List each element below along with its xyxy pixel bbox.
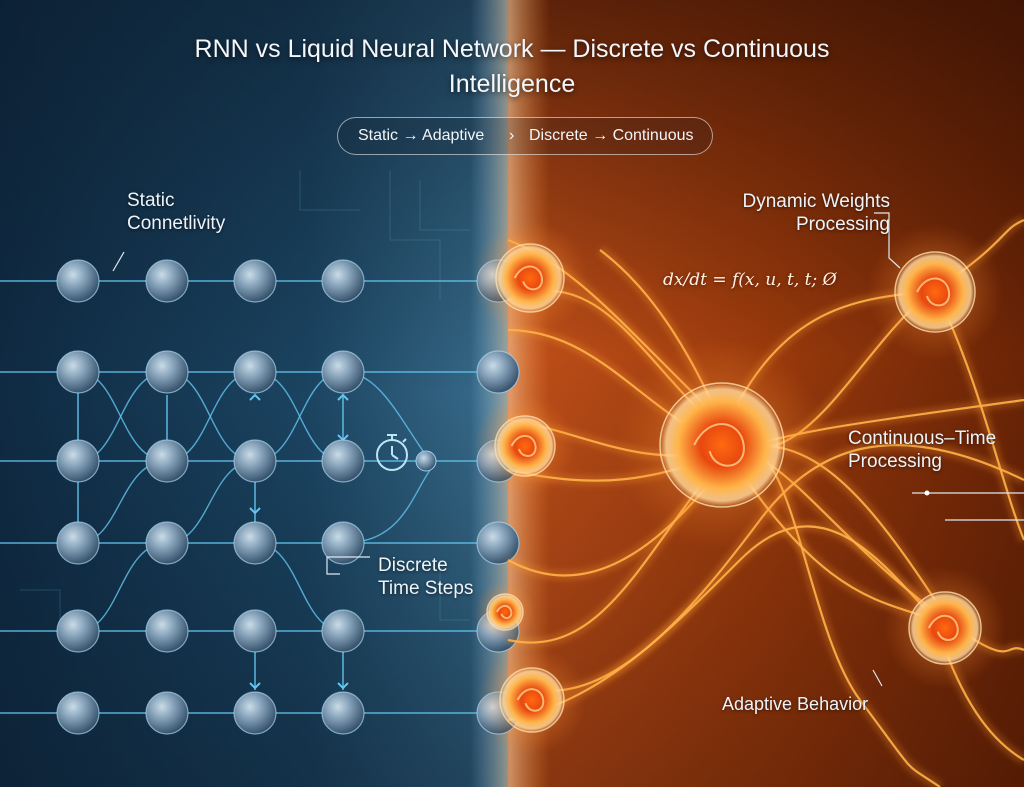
liquid-node-swirl — [916, 277, 951, 307]
leader-dot — [924, 490, 930, 496]
comparison-pill: Static → Adaptive › Discrete → Continuou… — [337, 117, 713, 155]
arrow-head — [249, 507, 261, 515]
liquid-node — [499, 667, 565, 733]
page-title: RNN vs Liquid Neural Network — Discrete … — [194, 35, 830, 98]
liquid-node-swirl — [516, 688, 545, 712]
ode-equation: dx/dt = f(x, u, t, t; Ø — [663, 270, 837, 290]
stopwatch-icon — [376, 434, 408, 471]
liquid-node — [494, 415, 556, 477]
rnn-node — [321, 350, 365, 394]
rnn-node — [321, 439, 365, 483]
rnn-node — [233, 439, 277, 483]
rnn-node — [476, 521, 520, 565]
liquid-node-swirl — [496, 604, 513, 619]
pill-right-text: Discrete → Continuous — [529, 127, 694, 144]
rnn-node — [56, 259, 100, 303]
arrow-head — [337, 682, 349, 690]
liquid-node-swirl — [693, 423, 745, 467]
liquid-node-swirl — [927, 614, 959, 641]
rnn-node — [145, 350, 189, 394]
pill-left-text: Static → Adaptive — [358, 127, 485, 144]
rnn-node — [56, 609, 100, 653]
rnn-node — [56, 521, 100, 565]
dynamic-weights-label: Dynamic Weights Processing — [742, 191, 890, 235]
chevron-right-icon: › — [509, 127, 515, 144]
liquid-node-swirl — [513, 265, 543, 291]
liquid-node-swirl — [510, 434, 537, 457]
rnn-node — [145, 259, 189, 303]
arrow-head — [337, 393, 349, 401]
rnn-node — [233, 259, 277, 303]
liquid-node — [908, 591, 982, 665]
rnn-node — [145, 691, 189, 735]
rnn-node — [233, 609, 277, 653]
rnn-node — [56, 350, 100, 394]
rnn-node — [476, 350, 520, 394]
rnn-node — [145, 609, 189, 653]
rnn-node — [145, 521, 189, 565]
liquid-node — [495, 243, 565, 313]
rnn-node — [321, 609, 365, 653]
liquid-network — [472, 215, 1024, 787]
liquid-node — [894, 251, 976, 333]
rnn-node — [321, 521, 365, 565]
rnn-node — [233, 691, 277, 735]
discrete-time-steps-label: Discrete Time Steps — [378, 555, 474, 599]
liquid-node — [486, 593, 524, 631]
rnn-node — [145, 439, 189, 483]
rnn-node — [56, 439, 100, 483]
label-leaders — [112, 212, 1024, 687]
liquid-node — [659, 382, 785, 508]
rnn-node — [233, 521, 277, 565]
liquid-strand — [507, 525, 936, 722]
time-step-node — [415, 450, 437, 472]
arrow-head — [249, 393, 261, 401]
continuous-time-label: Continuous–Time Processing — [848, 428, 997, 472]
adaptive-behavior-label: Adaptive Behavior — [722, 694, 869, 714]
circuit-traces — [20, 170, 470, 640]
rnn-node — [233, 350, 277, 394]
arrow-head — [249, 682, 261, 690]
rnn-node — [321, 259, 365, 303]
static-connectivity-label: Static Connetlivity — [127, 190, 226, 234]
rnn-node — [321, 691, 365, 735]
rnn-node — [56, 691, 100, 735]
